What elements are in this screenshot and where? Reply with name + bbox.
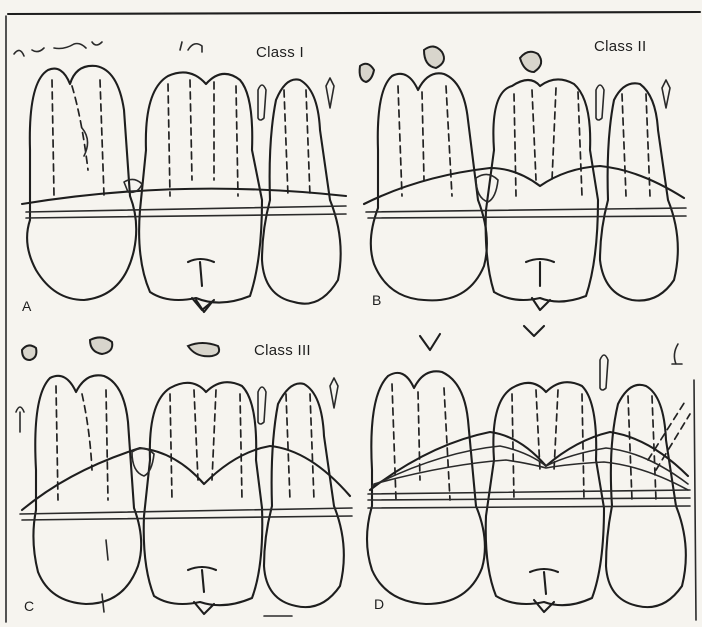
panel-d-drawing bbox=[367, 326, 690, 612]
panel-c-scribble bbox=[16, 407, 24, 432]
panel-a-root-line bbox=[190, 80, 192, 180]
panel-c-class-label: Class III bbox=[254, 342, 311, 359]
panel-d-letter: D bbox=[374, 596, 384, 612]
panel-b-occlusal-line bbox=[368, 216, 686, 218]
panel-b-drawing bbox=[360, 46, 686, 310]
panel-b-fossa bbox=[526, 259, 554, 286]
panel-d-tooth-left bbox=[367, 371, 485, 604]
panel-d-root-line bbox=[512, 394, 514, 500]
panel-d-notch bbox=[420, 334, 440, 350]
panel-c-root-line bbox=[170, 394, 172, 500]
panel-a-root-line bbox=[306, 90, 310, 196]
panel-c-root-line bbox=[240, 394, 242, 500]
panel-a-drawing bbox=[14, 42, 346, 312]
panel-d-occlusal-line bbox=[368, 506, 690, 508]
panel-c-occlusal-curve bbox=[22, 446, 350, 510]
panel-a-class-label: Class I bbox=[256, 44, 304, 61]
panel-b-root-line bbox=[532, 90, 536, 180]
panel-c-root-line bbox=[194, 390, 198, 480]
panel-a-letter: A bbox=[22, 298, 31, 314]
panel-b-root-line bbox=[446, 86, 452, 196]
panel-b-tooth-right bbox=[600, 83, 678, 300]
panel-b-small-root bbox=[662, 80, 670, 108]
page-top-border bbox=[8, 12, 700, 14]
panel-c-root-line bbox=[212, 390, 216, 480]
panel-d-root-line bbox=[418, 392, 420, 480]
panel-c-small-root bbox=[330, 378, 338, 408]
panel-b-class-label: Class II bbox=[594, 38, 646, 55]
right-edge bbox=[694, 380, 696, 620]
panel-a-small-root bbox=[258, 85, 266, 120]
panel-c-letter: C bbox=[24, 598, 34, 614]
panel-b-root-line bbox=[422, 92, 424, 180]
panel-d-root-line bbox=[392, 384, 396, 500]
panel-a-root-line bbox=[168, 84, 170, 196]
panel-a-scribble bbox=[14, 42, 102, 56]
panel-c-occlusal-line bbox=[22, 516, 352, 520]
panel-d-small-root bbox=[600, 355, 608, 390]
panel-c-blob bbox=[188, 343, 219, 356]
panel-d-fossa bbox=[530, 569, 558, 594]
panel-a-occlusal-line bbox=[26, 206, 346, 212]
panel-a-scribble bbox=[180, 42, 202, 52]
panel-a-root-line bbox=[284, 90, 288, 196]
panel-a-occlusal-line bbox=[26, 214, 346, 218]
panel-c-root-line bbox=[286, 394, 290, 500]
panel-d-occlusal-curve bbox=[370, 432, 688, 490]
panel-c-root-line bbox=[310, 394, 314, 500]
panel-b-root-line bbox=[646, 94, 650, 196]
panel-c-root-line bbox=[106, 390, 108, 500]
panel-c-tooth-right bbox=[264, 383, 344, 607]
panel-d-notch bbox=[524, 326, 544, 336]
panel-b-root-line bbox=[578, 92, 582, 196]
panel-c-root-line bbox=[56, 386, 58, 500]
panel-c-small-root bbox=[258, 387, 266, 424]
panel-b-root-line bbox=[514, 94, 516, 196]
panel-b-tooth-left bbox=[371, 73, 487, 300]
panel-a-small-root bbox=[326, 78, 334, 108]
panel-b-occlusal-line bbox=[366, 208, 686, 212]
panel-c-fossa bbox=[188, 567, 216, 592]
panel-b-root-line bbox=[398, 86, 402, 196]
panel-c-occlusal-line bbox=[20, 508, 352, 514]
panel-c-drawing bbox=[16, 337, 352, 614]
panel-c-blob bbox=[22, 345, 36, 360]
panel-d-occlusal-line bbox=[368, 490, 690, 494]
panel-d-root-line bbox=[582, 394, 584, 500]
panel-b-small-root bbox=[596, 85, 604, 120]
panel-a-occlusal-line bbox=[22, 189, 346, 204]
panel-d-occlusal-line bbox=[368, 498, 690, 500]
panel-b-root-line bbox=[552, 88, 556, 180]
panel-c-blob bbox=[90, 337, 112, 354]
panel-a-root-line bbox=[72, 86, 88, 170]
panel-a-fossa bbox=[188, 259, 214, 286]
panel-d-scribble bbox=[672, 344, 682, 364]
panel-b-blob bbox=[520, 52, 541, 72]
panel-d-root-line bbox=[628, 396, 632, 500]
panel-a-root-line bbox=[52, 80, 54, 196]
panel-a-root-line bbox=[236, 86, 238, 196]
panel-a-tooth-left bbox=[27, 66, 136, 300]
panel-c-root-line bbox=[82, 394, 92, 470]
panel-b-blob bbox=[360, 64, 374, 82]
panel-b-occlusal-curve bbox=[364, 166, 684, 204]
panel-a-root-line bbox=[100, 80, 104, 196]
panel-b-letter: B bbox=[372, 292, 381, 308]
panel-b-blob bbox=[424, 46, 444, 68]
panel-b-root-line bbox=[622, 94, 626, 196]
